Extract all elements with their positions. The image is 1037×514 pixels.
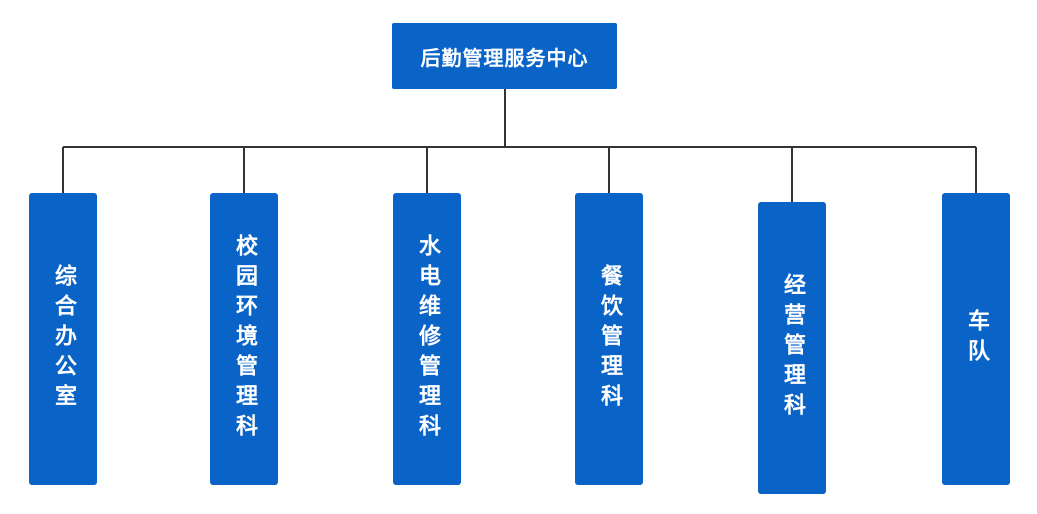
dept-node-6: 车队 (942, 193, 1010, 485)
dept-label-5: 经营管理科 (780, 273, 805, 423)
dept-label-3: 水电维修管理科 (415, 234, 440, 444)
root-label: 后勤管理服务中心 (420, 45, 589, 70)
dept-node-2: 校园环境管理科 (210, 193, 278, 485)
dept-node-1: 综合办公室 (29, 193, 97, 485)
dept-label-4: 餐饮管理科 (597, 264, 622, 414)
dept-node-5: 经营管理科 (758, 202, 826, 494)
dept-label-6: 车队 (964, 309, 989, 369)
dept-node-3: 水电维修管理科 (393, 193, 461, 485)
dept-label-1: 综合办公室 (51, 264, 76, 414)
dept-label-2: 校园环境管理科 (232, 234, 257, 444)
root-node: 后勤管理服务中心 (392, 23, 617, 89)
dept-node-4: 餐饮管理科 (575, 193, 643, 485)
